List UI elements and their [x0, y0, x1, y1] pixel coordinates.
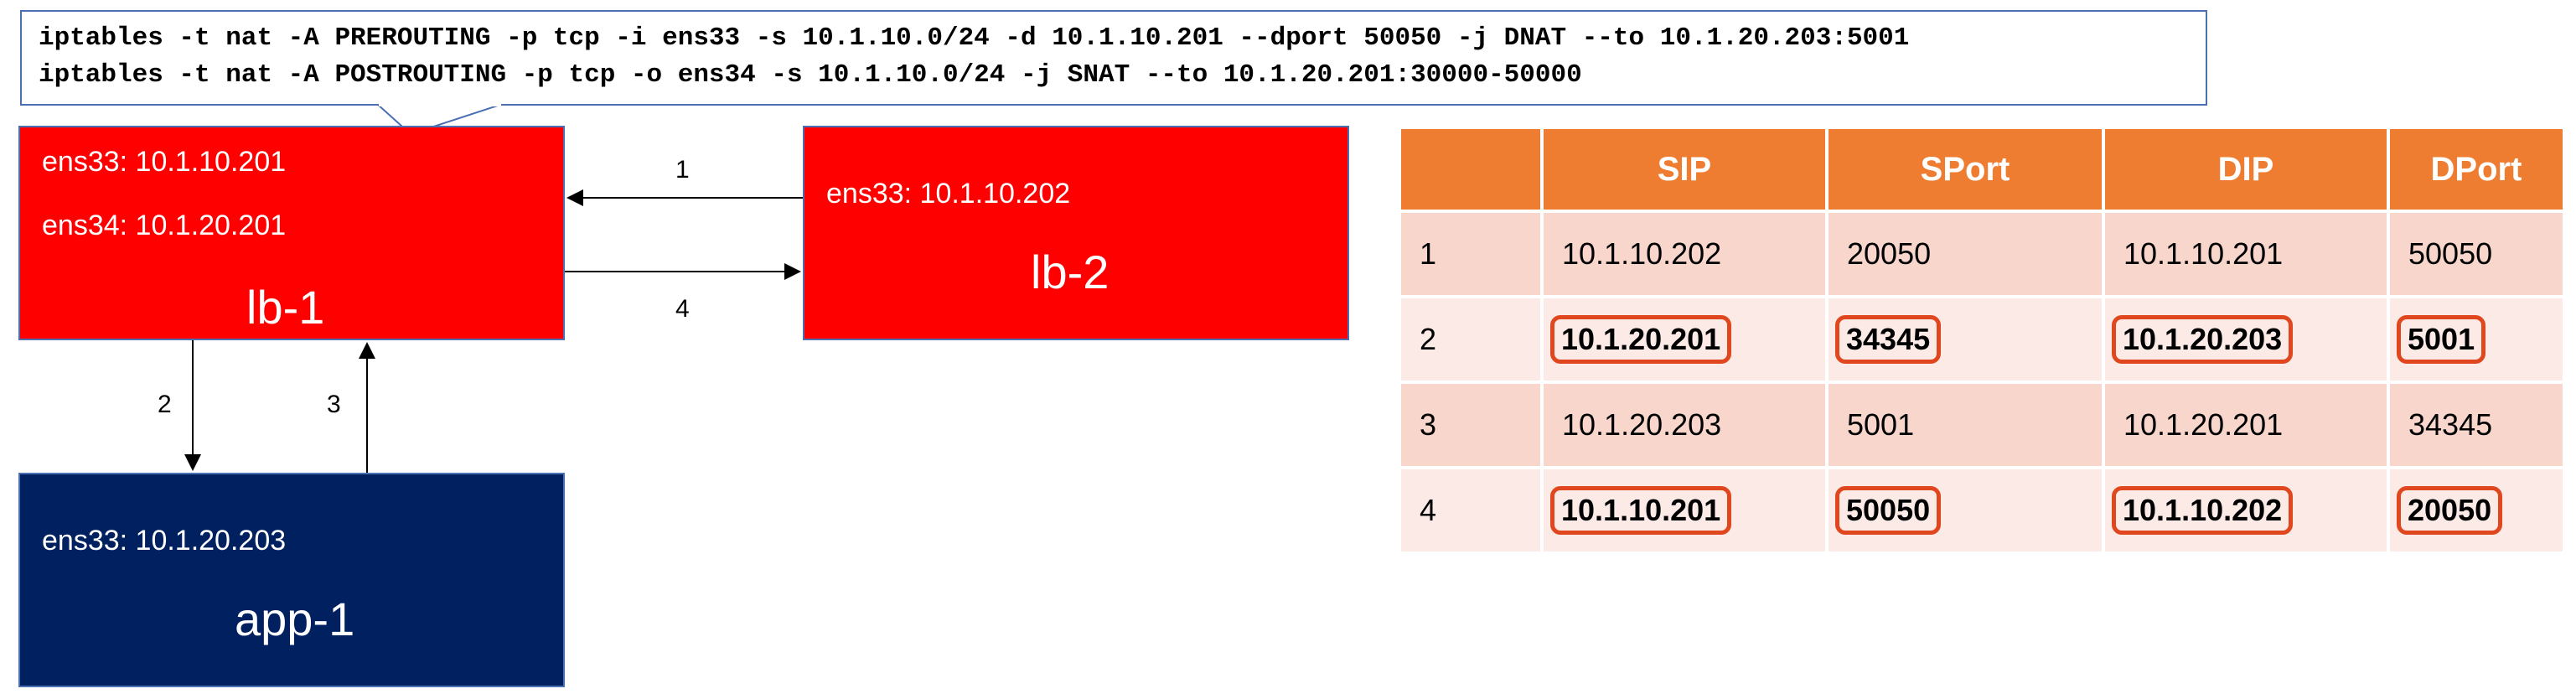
row-step: 3 [1398, 381, 1544, 469]
lb-1-ens34-label: ens34: 10.1.20.201 [42, 210, 287, 241]
row-step: 4 [1398, 466, 1544, 555]
highlighted-dport: 5001 [2397, 315, 2486, 364]
row-step: 1 [1398, 210, 1544, 298]
highlighted-sip: 10.1.20.201 [1550, 315, 1732, 364]
lb-1-box: ens33: 10.1.10.201 ens34: 10.1.20.201 lb… [18, 126, 565, 340]
lb-1-ens33-label: ens33: 10.1.10.201 [42, 146, 287, 178]
lb-2-name: lb-2 [1031, 246, 1110, 298]
snat-command: iptables -t nat -A POSTROUTING -p tcp -o… [39, 60, 1582, 90]
row-dport: 34345 [2387, 381, 2566, 469]
callout-tail-join [379, 101, 501, 106]
row-sip: 10.1.10.202 [1540, 210, 1829, 298]
arrow-3-label: 3 [327, 391, 341, 418]
highlighted-sport: 34345 [1835, 315, 1942, 364]
lb-2-ens33-label: ens33: 10.1.10.202 [826, 178, 1071, 210]
row-dip: 10.1.20.201 [2102, 381, 2390, 469]
lb-2-box: ens33: 10.1.10.202 lb-2 [803, 126, 1349, 340]
table-row: 4 10.1.10.201 50050 10.1.10.202 20050 [1398, 466, 2566, 555]
row-step: 2 [1398, 295, 1544, 384]
arrow-1-label: 1 [675, 156, 690, 184]
iptables-callout: iptables -t nat -A PREROUTING -p tcp -i … [20, 10, 2207, 106]
table-header-row: SIP SPort DIP DPort [1398, 126, 2566, 213]
header-sport: SPort [1825, 126, 2105, 213]
highlighted-sip: 10.1.10.201 [1550, 486, 1732, 535]
row-dport: 50050 [2387, 210, 2566, 298]
header-dport: DPort [2387, 126, 2566, 213]
nat-flow-table: SIP SPort DIP DPort 1 10.1.10.202 20050 … [1398, 126, 2566, 555]
arrow-4-label: 4 [675, 295, 690, 323]
row-sport-cell: 50050 [1825, 466, 2105, 555]
header-sip: SIP [1540, 126, 1829, 213]
table-row: 1 10.1.10.202 20050 10.1.10.201 50050 [1398, 210, 2566, 298]
row-dip: 10.1.10.201 [2102, 210, 2390, 298]
highlighted-sport: 50050 [1835, 486, 1942, 535]
row-sip: 10.1.20.203 [1540, 381, 1829, 469]
lb-1-name: lb-1 [246, 281, 325, 334]
dnat-command: iptables -t nat -A PREROUTING -p tcp -i … [39, 23, 1910, 53]
highlighted-dport: 20050 [2397, 486, 2503, 535]
app-1-box: ens33: 10.1.20.203 app-1 [18, 473, 565, 687]
row-sip-cell: 10.1.10.201 [1540, 466, 1829, 555]
highlighted-dip: 10.1.10.202 [2112, 486, 2294, 535]
row-dport-cell: 5001 [2387, 295, 2566, 384]
row-dip-cell: 10.1.20.203 [2102, 295, 2390, 384]
table-row: 2 10.1.20.201 34345 10.1.20.203 5001 [1398, 295, 2566, 384]
header-dip: DIP [2102, 126, 2390, 213]
row-sport-cell: 34345 [1825, 295, 2105, 384]
arrow-2-label: 2 [158, 391, 172, 418]
header-step [1398, 126, 1544, 213]
row-dip-cell: 10.1.10.202 [2102, 466, 2390, 555]
row-sport: 20050 [1825, 210, 2105, 298]
highlighted-dip: 10.1.20.203 [2112, 315, 2294, 364]
row-sport: 5001 [1825, 381, 2105, 469]
table-row: 3 10.1.20.203 5001 10.1.20.201 34345 [1398, 381, 2566, 469]
app-1-ens33-label: ens33: 10.1.20.203 [42, 525, 287, 557]
row-sip-cell: 10.1.20.201 [1540, 295, 1829, 384]
app-1-name: app-1 [235, 593, 355, 645]
row-dport-cell: 20050 [2387, 466, 2566, 555]
